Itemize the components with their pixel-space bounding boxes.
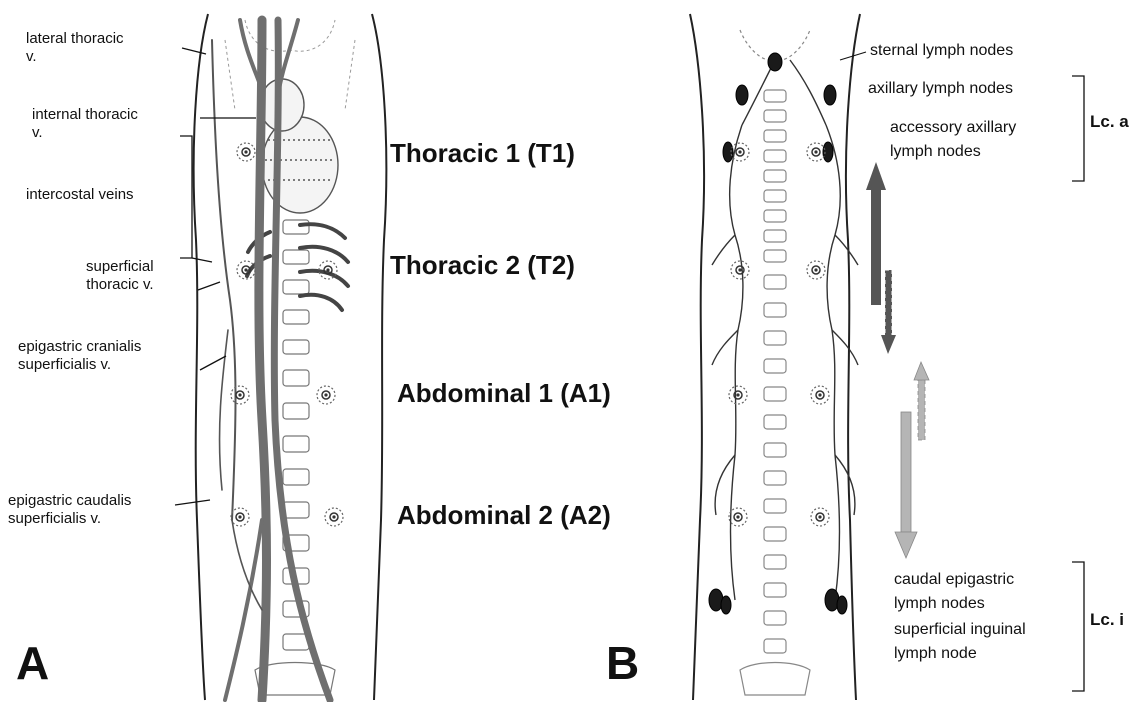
panel-b-lymph-nodes	[709, 53, 847, 614]
drainage-arrow-cranial	[866, 162, 886, 305]
panel-b-skeleton	[740, 30, 810, 695]
group-brackets	[1072, 76, 1084, 691]
level-abdominal-2: Abdominal 2 (A2)	[397, 500, 611, 531]
level-thoracic-1: Thoracic 1 (T1)	[390, 138, 575, 169]
drainage-arrow-caudal	[895, 412, 917, 558]
panel-a-letter: A	[16, 636, 49, 690]
panel-b-nipples	[729, 143, 829, 526]
level-thoracic-2: Thoracic 2 (T2)	[390, 250, 575, 281]
label-intercostal-veins: intercostal veins	[26, 186, 134, 204]
heart-lungs	[260, 79, 338, 213]
drainage-arrow-caudal-dashed	[914, 362, 929, 440]
label-sternal-lymph-nodes: sternal lymph nodes	[870, 42, 1013, 60]
drainage-arrow-cranial-dashed	[881, 270, 896, 354]
label-axillary-lymph-nodes: axillary lymph nodes	[868, 80, 1013, 98]
panel-b-letter: B	[606, 636, 639, 690]
level-abdominal-1: Abdominal 1 (A1)	[397, 378, 611, 409]
group-label-lc-a: Lc. a	[1090, 112, 1129, 132]
group-label-lc-i: Lc. i	[1090, 610, 1124, 630]
